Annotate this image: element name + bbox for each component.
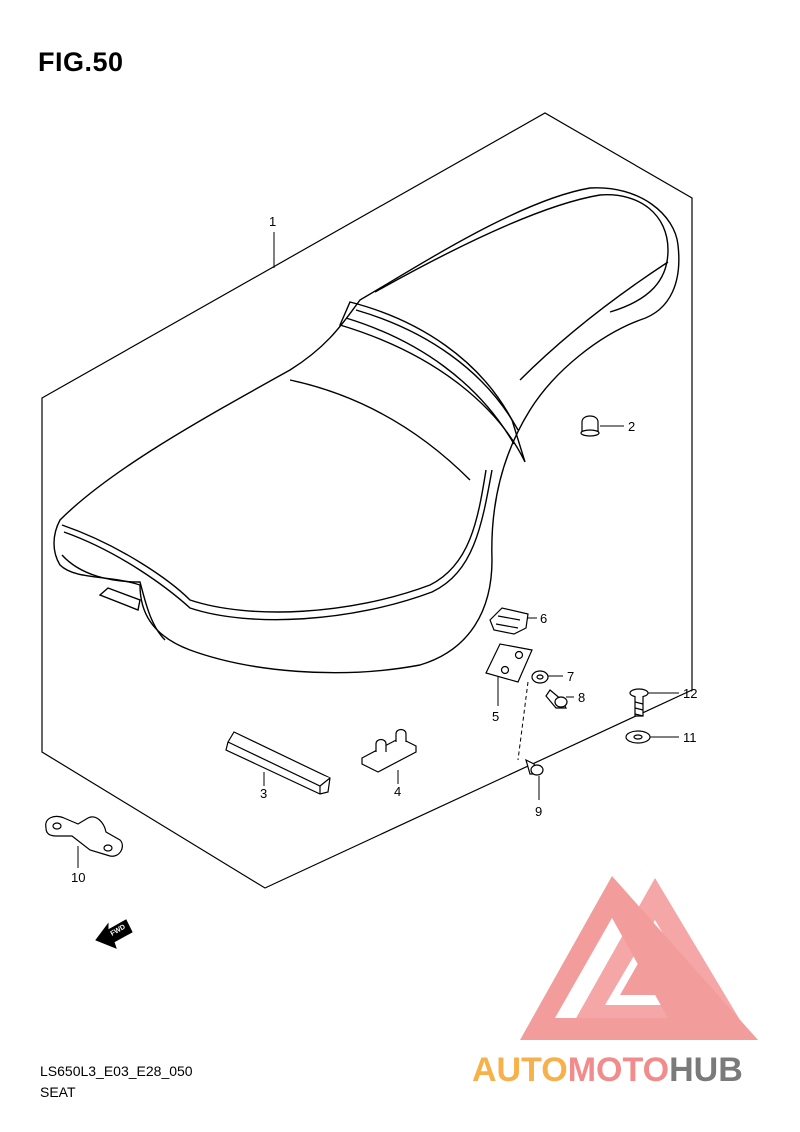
pillion-seat-side-line	[519, 261, 669, 381]
seat-assembly	[53, 187, 680, 674]
diagram-code: LS650L3_E03_E28_050	[40, 1063, 193, 1079]
callout-6: 6	[540, 611, 547, 626]
damper-base	[361, 737, 417, 773]
seat-crease	[289, 379, 471, 481]
fwd-arrow-shape	[95, 919, 133, 949]
part-7-washer	[531, 670, 549, 684]
screw-head	[629, 688, 649, 698]
watermark-triangle-left	[520, 876, 758, 1040]
fwd-arrow: FWD	[95, 919, 133, 949]
clip-detail	[495, 615, 521, 629]
seat-piping-front-inner	[63, 469, 493, 621]
callout-8: 8	[578, 690, 585, 705]
diagram-name: SEAT	[40, 1084, 76, 1100]
cap-body	[581, 415, 599, 433]
seat-strap-band	[339, 301, 526, 463]
callout-2: 2	[628, 419, 635, 434]
part-4-damper	[361, 728, 417, 773]
cushion-edge	[227, 741, 331, 794]
damper-stud-2	[395, 728, 407, 742]
seat-piping-front	[61, 469, 487, 613]
bracket-hole-1	[500, 665, 510, 675]
assembly-boundary-box	[41, 112, 693, 889]
part-2-cap	[580, 415, 600, 437]
callout-3: 3	[260, 786, 267, 801]
assembly-line-9	[517, 681, 529, 761]
clip-body	[489, 607, 529, 635]
callout-11: 11	[683, 730, 697, 745]
part-9-bolt	[525, 758, 544, 776]
watermark-text: AUTOMOTOHUB	[472, 1051, 743, 1089]
watermark-logo	[520, 876, 758, 1040]
watermark-text-hub: HUB	[669, 1051, 743, 1089]
seat-front-tab	[98, 587, 141, 611]
bracket-10-hole-2	[103, 844, 113, 852]
bracket-plate	[485, 643, 533, 683]
part-11-washer	[625, 730, 651, 744]
cap-base	[580, 429, 600, 437]
callout-10: 10	[71, 870, 85, 885]
washer-inner	[536, 674, 544, 680]
watermark-triangle-inner	[620, 960, 660, 995]
part-6-clip	[489, 607, 529, 635]
callout-12: 12	[683, 686, 697, 701]
washer-11-inner	[633, 734, 643, 740]
bolt-9-head	[530, 764, 544, 776]
screw-shank	[634, 696, 644, 717]
seat-strap-line-2	[345, 317, 515, 445]
watermark-text-moto: MOTO	[568, 1051, 669, 1089]
leader-lines	[77, 232, 679, 868]
watermark-text-auto: AUTO	[472, 1051, 568, 1089]
screw-thread	[634, 701, 644, 717]
callout-4: 4	[394, 784, 401, 799]
watermark-triangle-right	[575, 878, 740, 1020]
bracket-10-hole-1	[52, 822, 62, 830]
part-10-bracket	[45, 815, 123, 857]
seat-front-underside	[61, 554, 166, 641]
bracket-10-body	[45, 815, 123, 857]
bolt-8-head	[554, 696, 568, 708]
callout-7: 7	[567, 669, 574, 684]
part-5-bracket	[485, 643, 533, 683]
callout-labels: 1 2 3 4 5 6 7 8 9 10 11 12	[71, 214, 697, 885]
callout-9: 9	[535, 804, 542, 819]
part-3-cushion	[225, 731, 331, 795]
figure-title: FIG.50	[38, 47, 124, 77]
callout-5: 5	[492, 709, 499, 724]
damper-stud-1	[375, 738, 387, 752]
seat-strap-line-1	[355, 309, 519, 431]
bracket-hole-2	[514, 650, 524, 660]
callout-1: 1	[269, 214, 276, 229]
part-8-bolt	[545, 689, 568, 709]
pillion-seat-edge	[374, 194, 669, 313]
